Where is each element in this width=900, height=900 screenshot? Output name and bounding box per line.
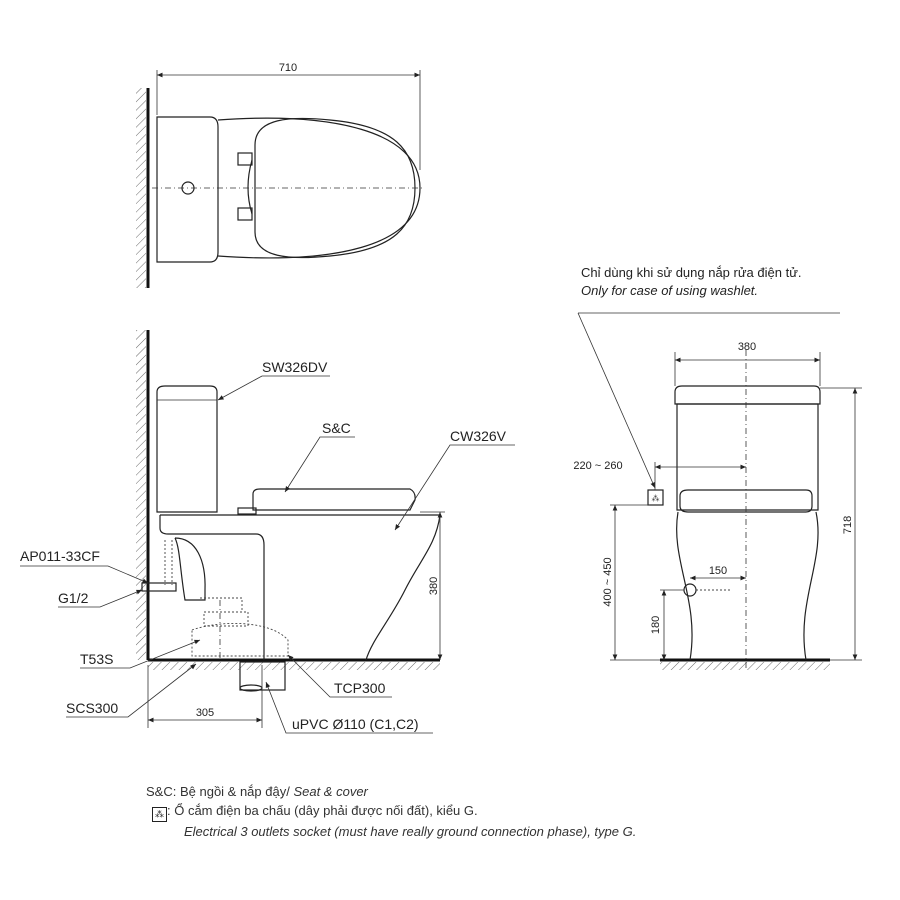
washlet-note-vi: Chỉ dùng khi sử dụng nắp rửa điện tử.: [581, 265, 802, 280]
water-inlet: [683, 583, 697, 597]
flush-button: [181, 181, 195, 195]
dim-380-front: 380: [738, 341, 756, 353]
label-sw326dv: SW326DV: [262, 359, 328, 375]
label-cw326v: CW326V: [450, 428, 507, 444]
label-ap011-33cf: AP011-33CF: [20, 548, 100, 564]
washlet-note-en: Only for case of using washlet.: [581, 283, 759, 298]
side-view: 380 305 SW326DV S&C CW326V AP011-33CF G1…: [20, 330, 515, 734]
seat-front: [679, 489, 813, 513]
label-upvc: uPVC Ø110 (C1,C2): [292, 716, 419, 732]
front-view: ⁂ 380 718 220 ~ 260 400 ~ 450 180 150: [573, 312, 862, 670]
legend-sc-en: Seat & cover: [293, 784, 368, 799]
tank-top: [156, 116, 219, 263]
svg-text:⁂: ⁂: [652, 494, 660, 503]
top-view: 710: [136, 62, 425, 288]
legend-socket-vi: : Ổ cắm điện ba chấu (dây phải được nối …: [167, 803, 478, 818]
dim-180: 180: [650, 616, 662, 634]
label-g12: G1/2: [58, 590, 89, 606]
bowl-side: [160, 514, 441, 661]
dim-220-260: 220 ~ 260: [573, 460, 622, 472]
label-sc: S&C: [322, 420, 351, 436]
tank-front: [676, 403, 819, 511]
wall-hatch: [136, 88, 146, 288]
legend: S&C: Bệ ngồi & nắp đậy/ Seat & cover ⁂: …: [146, 782, 636, 841]
seat-side: [252, 488, 416, 511]
legend-sc-key: S&C:: [146, 784, 177, 799]
label-tcp300: TCP300: [334, 680, 386, 696]
tank-lid-front: [674, 385, 821, 405]
drain-pipe: [239, 661, 286, 691]
bowl-top: [217, 117, 421, 259]
dim-718: 718: [842, 516, 854, 534]
label-t53s: T53S: [80, 651, 113, 667]
dim-305: 305: [196, 707, 214, 719]
tank-side: [156, 385, 218, 513]
pedestal-front: [676, 511, 819, 661]
angle-valve: [141, 582, 177, 592]
electrical-socket-icon: ⁂: [152, 807, 167, 822]
dim-150: 150: [709, 565, 727, 577]
dim-380-side: 380: [428, 577, 440, 595]
dim-710: 710: [279, 62, 297, 74]
legend-socket-en: Electrical 3 outlets socket (must have r…: [184, 824, 637, 839]
label-scs300: SCS300: [66, 700, 118, 716]
electrical-socket-icon: [647, 489, 664, 506]
dim-400-450: 400 ~ 450: [602, 557, 614, 606]
legend-sc-vi: Bệ ngồi & nắp đậy/: [179, 784, 290, 799]
washlet-note: Chỉ dùng khi sử dụng nắp rửa điện tử. On…: [581, 264, 802, 300]
